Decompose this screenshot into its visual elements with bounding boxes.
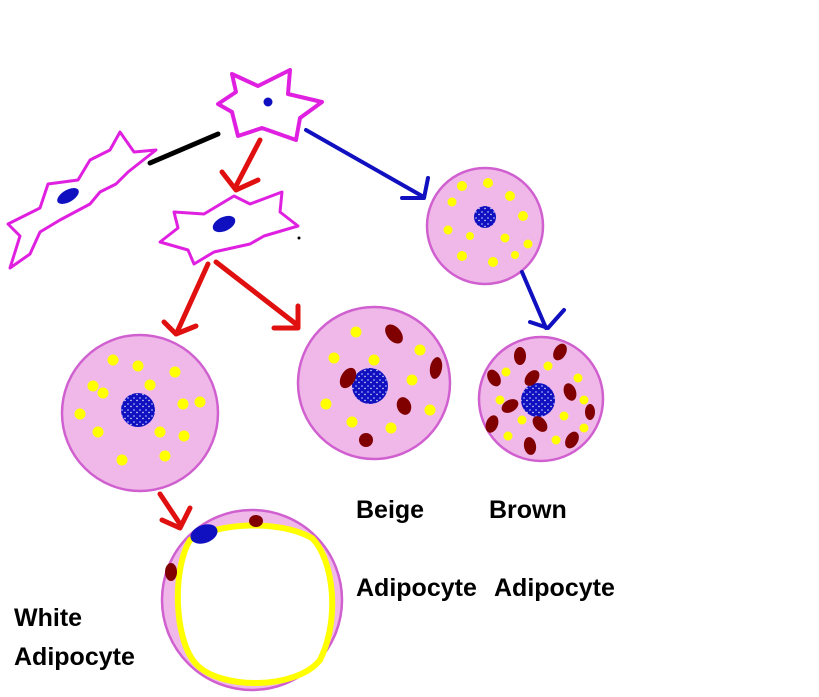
stem-cell	[216, 68, 324, 142]
white-adipocyte-cell	[160, 508, 344, 692]
blue-arrow-to-precursor	[304, 128, 430, 200]
red-arrow-to-preadipocyte	[219, 137, 263, 193]
label-adipocyte-brown: Adipocyte	[494, 574, 615, 602]
black-connector	[147, 131, 221, 166]
label-white: White	[14, 604, 83, 632]
blue-arrow-to-brown	[520, 270, 566, 330]
label-adipocyte-beige: Adipocyte	[356, 574, 477, 602]
label-beige: Beige	[356, 496, 425, 524]
label-brown: Brown	[489, 496, 567, 524]
red-arrow-to-white-precursor	[161, 261, 211, 337]
preadipocyte-cell	[158, 190, 301, 266]
red-arrow-to-white-adipocyte	[157, 491, 193, 531]
white-precursor-cell	[60, 333, 220, 493]
fibroblast-cell	[6, 130, 158, 270]
brown-precursor-cell	[425, 166, 545, 286]
beige-adipocyte-cell	[296, 305, 452, 461]
label-white-adipocyte: Adipocyte	[14, 643, 135, 671]
red-arrow-to-beige	[213, 259, 301, 331]
connectors	[147, 128, 566, 531]
brown-adipocyte-cell	[477, 335, 605, 463]
